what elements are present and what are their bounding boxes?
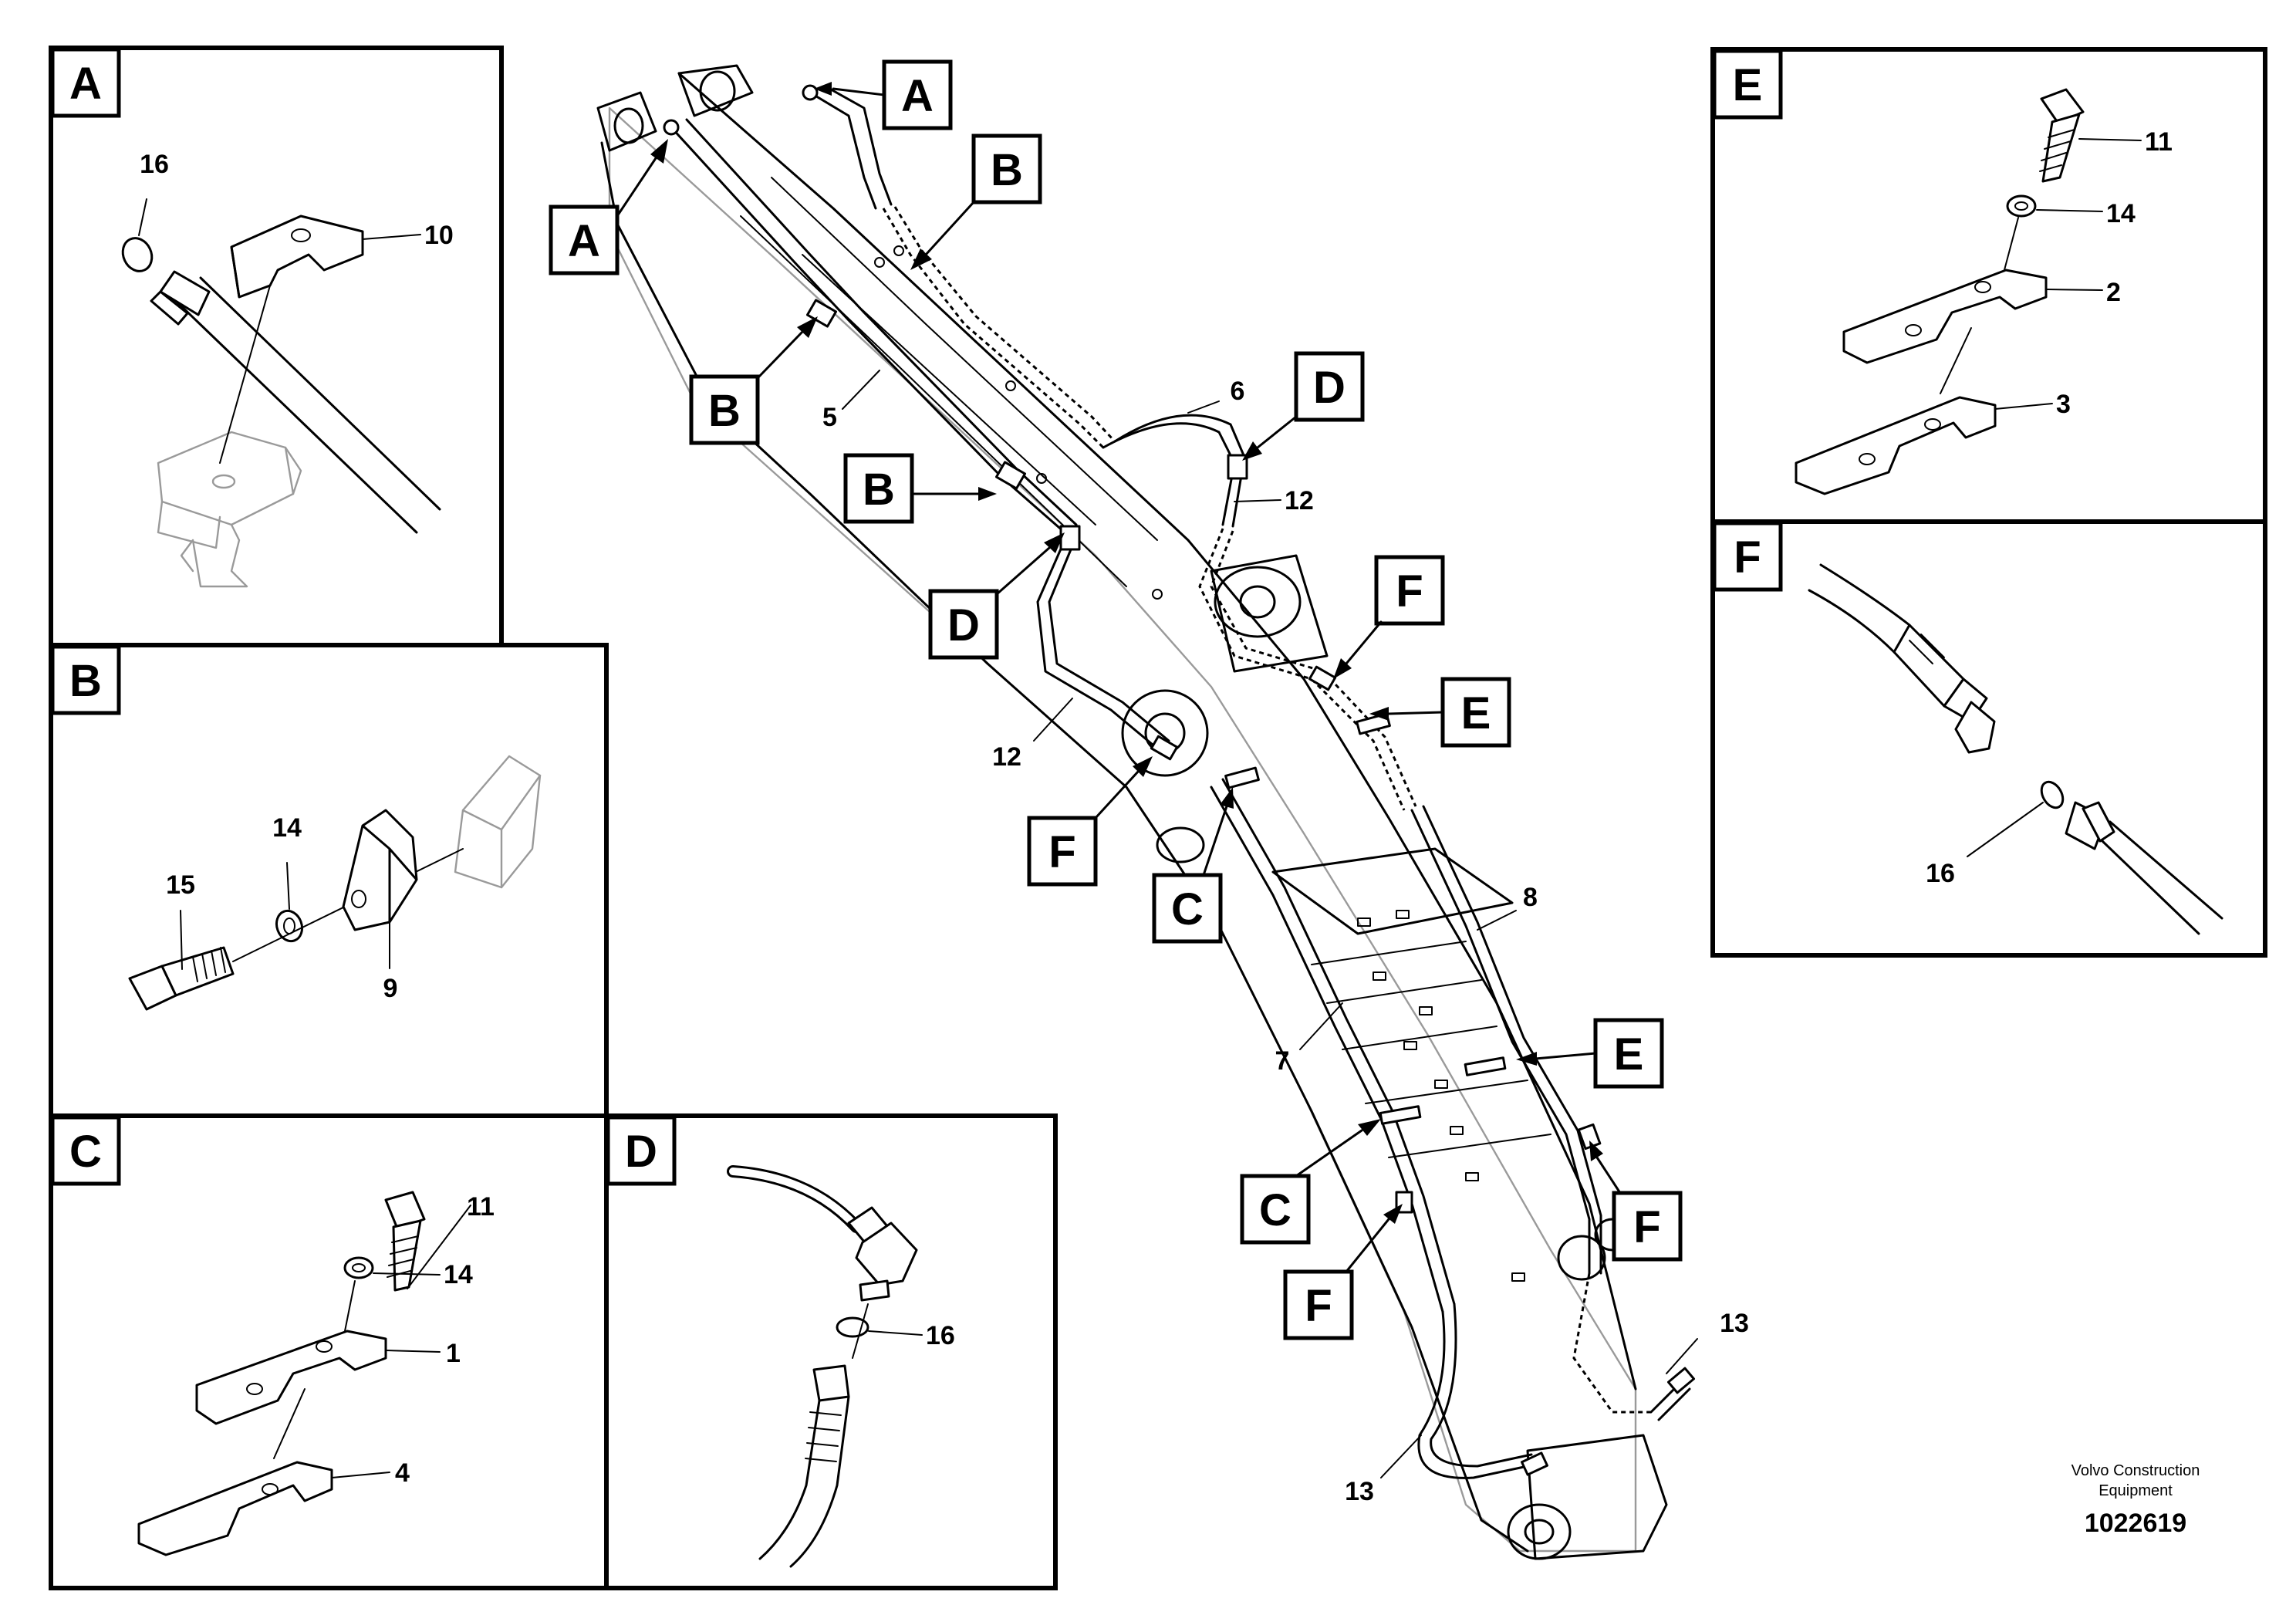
tag-a-left: A [568, 216, 600, 266]
detail-panel-d: D 16 [604, 1113, 1058, 1590]
boom-assembly [596, 64, 1668, 1560]
tag-b-mid: B [863, 465, 895, 515]
tag-f-left: F [1048, 827, 1075, 877]
tag-a-top: A [901, 71, 934, 121]
tag-e-upper: E [1461, 688, 1491, 738]
panel-a-clamp [230, 215, 364, 299]
panel-b-clamp [342, 809, 418, 931]
part-number-12-upper: 12 [1285, 486, 1314, 515]
panel-d-lower-hose [758, 1364, 850, 1568]
part-number-6: 6 [1231, 377, 1245, 406]
tag-f-right: F [1633, 1202, 1660, 1252]
panel-e-bolt [2039, 88, 2085, 183]
panel-b-callout-15: 15 [166, 870, 195, 900]
drawing-footer: Volvo Construction Equipment 1022619 [2071, 1462, 2200, 1538]
panel-d-callout-16: 16 [926, 1321, 955, 1350]
panel-c-callout-14: 14 [444, 1260, 473, 1289]
detail-panel-b: B 14 15 9 [49, 643, 609, 1118]
panel-b-washer [275, 909, 304, 943]
panel-e-clamp-bottom [1795, 396, 1997, 495]
tag-c-lower: C [1259, 1185, 1292, 1235]
drawing-number: 1022619 [2085, 1509, 2186, 1538]
detail-panel-a: A 16 10 [49, 46, 504, 647]
panel-b-callout-9: 9 [383, 974, 398, 1003]
panel-b-letter: B [69, 656, 102, 706]
main-view-tags: A A B B B D D F [549, 59, 1683, 1340]
panel-e-callout-3: 3 [2056, 390, 2071, 419]
tag-d-left: D [947, 600, 980, 650]
part-number-12-lower: 12 [992, 742, 1021, 772]
panel-f-o-ring [2040, 780, 2065, 809]
main-view-part-numbers: 5 6 12 12 8 7 13 13 [822, 370, 1749, 1506]
panel-c-clamp-bottom [137, 1461, 333, 1556]
panel-e-clamp-top [1842, 269, 2048, 364]
panel-d-o-ring [836, 1316, 869, 1338]
panel-e-callout-2: 2 [2106, 278, 2121, 307]
panel-a-o-ring [121, 237, 154, 272]
panel-c-callout-11: 11 [467, 1192, 495, 1222]
panel-c-callout-4: 4 [395, 1458, 410, 1488]
tag-f-upper: F [1396, 566, 1423, 617]
tag-c-upper: C [1171, 884, 1204, 934]
panel-c-callout-1: 1 [446, 1339, 461, 1368]
tag-b-left: B [708, 386, 741, 436]
tag-d-right: D [1313, 363, 1346, 413]
panel-c-letter: C [69, 1127, 102, 1177]
panel-b-block [454, 755, 542, 889]
panel-a-pipe [150, 270, 441, 534]
part-number-8: 8 [1523, 883, 1538, 912]
panel-b-callout-14: 14 [272, 813, 302, 843]
tag-f-lower: F [1305, 1281, 1332, 1331]
part-number-5: 5 [822, 403, 837, 432]
detail-panel-c: C 11 14 1 4 [49, 1113, 609, 1590]
boom-fasteners [874, 245, 1525, 1282]
panel-e-callout-14: 14 [2106, 199, 2136, 228]
panel-c-clamp-top [195, 1330, 387, 1425]
part-number-13-left: 13 [1345, 1477, 1374, 1506]
panel-f-letter: F [1734, 532, 1761, 583]
brand-line-2: Equipment [2098, 1482, 2173, 1499]
detail-panel-f: F 16 [1710, 519, 2267, 958]
part-number-7: 7 [1275, 1046, 1290, 1076]
panel-d-letter: D [625, 1127, 657, 1177]
panel-a-callout-10: 10 [424, 221, 454, 250]
panel-a-callout-16: 16 [140, 150, 169, 179]
panel-f-hose-bottom [2065, 801, 2223, 935]
panel-d-elbow-hose [727, 1165, 918, 1302]
tag-e-lower: E [1614, 1029, 1644, 1080]
panel-f-hose-top [1808, 563, 1996, 754]
panel-c-bolt [384, 1191, 426, 1292]
panel-e-callout-11: 11 [2145, 127, 2173, 157]
hydraulic-pipes [663, 84, 1696, 1479]
panel-c-washer [343, 1256, 374, 1279]
part-number-13-right: 13 [1720, 1309, 1749, 1338]
panel-e-letter: E [1733, 60, 1763, 110]
panel-b-bolt [128, 946, 235, 1011]
brand-line-1: Volvo Construction [2071, 1462, 2200, 1479]
panel-a-bracket [157, 431, 302, 588]
panel-e-washer [2006, 194, 2037, 218]
tag-b-top: B [991, 145, 1023, 195]
panel-a-letter: A [69, 59, 102, 109]
detail-panel-e: E 11 14 2 3 [1710, 47, 2267, 524]
panel-f-callout-16: 16 [1926, 859, 1955, 888]
